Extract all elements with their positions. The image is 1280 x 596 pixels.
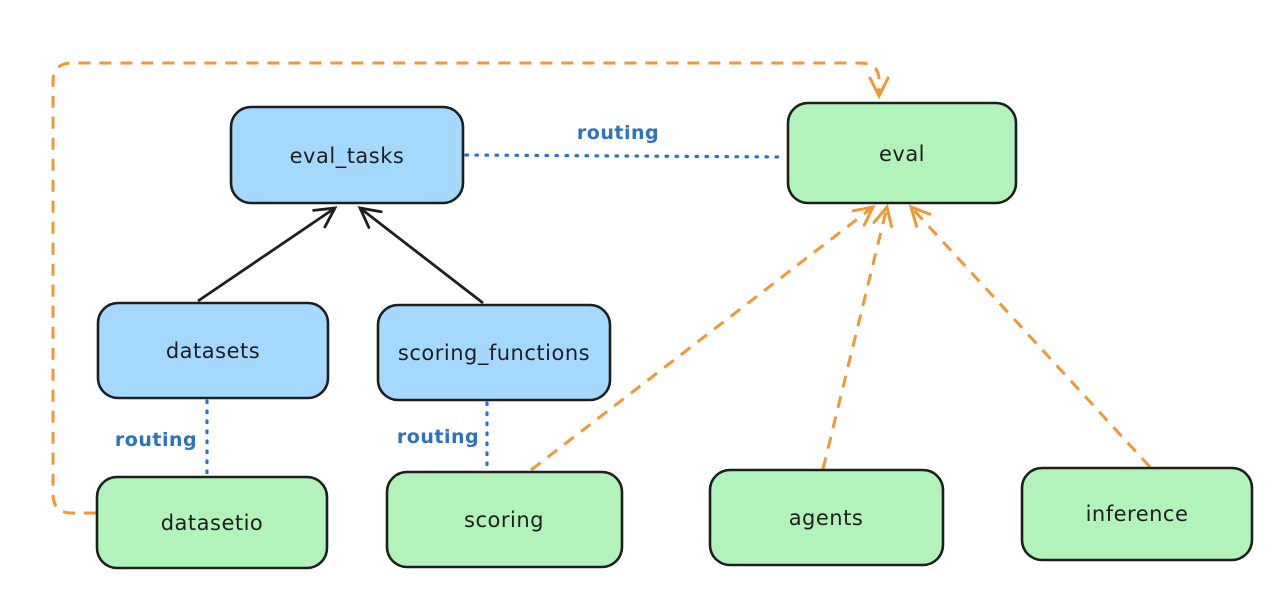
node-inference-label: inference [1086, 502, 1189, 526]
node-scoring-box [385, 470, 624, 569]
edge-datasets-to-eval-tasks [197, 206, 338, 303]
node-inference-box [1020, 466, 1254, 562]
node-datasetio-box [95, 475, 329, 570]
node-eval-tasks-box [229, 105, 465, 205]
node-datasets: datasets [96, 301, 330, 400]
edge-scoring-functions-to-eval-tasks [357, 206, 484, 305]
edge-eval-tasks-to-eval-routing [464, 153, 787, 159]
routing-label-datasetio: routing [115, 429, 197, 451]
node-datasets-box [96, 301, 330, 400]
node-scoring-label: scoring [464, 508, 544, 532]
node-datasetio: datasetio [95, 475, 329, 570]
node-eval: eval [786, 101, 1018, 205]
node-inference: inference [1020, 466, 1254, 562]
node-eval-box [786, 101, 1018, 205]
routing-label-top: routing [577, 122, 659, 144]
node-eval-label: eval [879, 142, 925, 166]
node-datasets-label: datasets [166, 339, 260, 363]
node-scoring-functions-label: scoring_functions [398, 341, 590, 366]
node-agents: agents [708, 468, 945, 567]
node-agents-label: agents [789, 506, 864, 530]
node-scoring-functions: scoring_functions [376, 303, 612, 402]
node-eval-tasks-label: eval_tasks [290, 144, 405, 169]
edge-scoring-to-eval [530, 207, 873, 472]
node-agents-box [708, 468, 945, 567]
node-scoring: scoring [385, 470, 624, 569]
routing-label-scoring: routing [397, 426, 479, 448]
edge-agents-to-eval [821, 207, 887, 470]
node-datasetio-label: datasetio [161, 511, 264, 535]
node-scoring-functions-box [376, 303, 612, 402]
edge-inference-to-eval [911, 207, 1152, 469]
node-eval-tasks: eval_tasks [229, 105, 465, 205]
